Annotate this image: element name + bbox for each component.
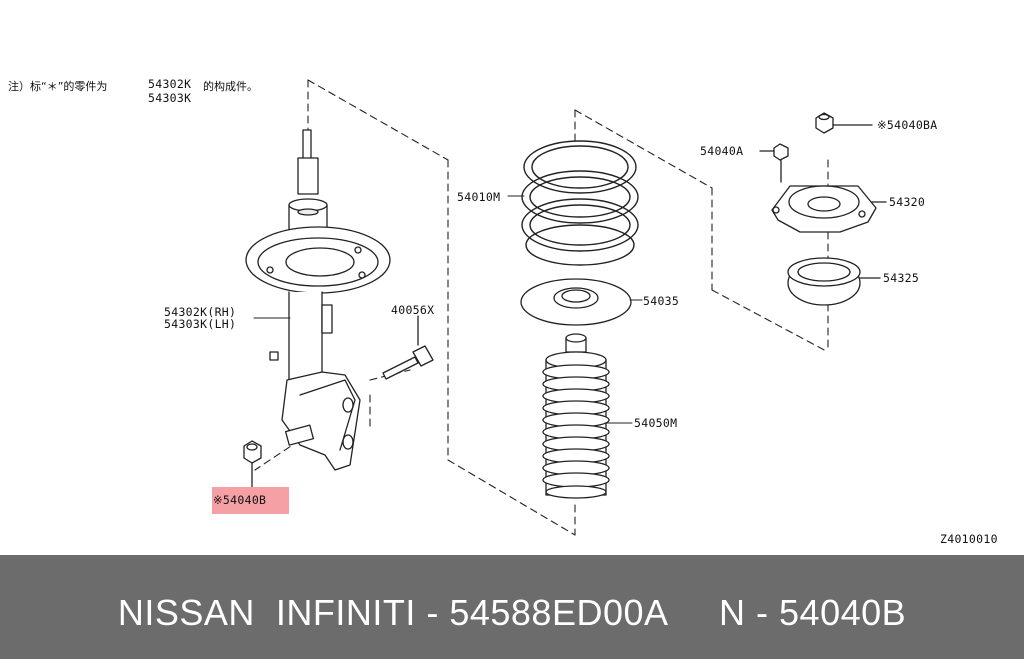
callout-strut-lh: 54303K(LH)	[164, 317, 237, 331]
callout-nut: ※54040B	[213, 493, 267, 507]
highlight-box	[212, 487, 289, 514]
bolt-40056X	[382, 315, 434, 380]
coil-spring	[521, 140, 639, 266]
callout-bearing: 54325	[883, 271, 920, 285]
figure-code: Z4010010	[940, 532, 998, 546]
callout-spring: 54010M	[457, 190, 501, 204]
leader-lines	[253, 195, 643, 424]
callout-mount-nut-ba: ※54040BA	[877, 118, 938, 132]
part-banner: NISSAN INFINITI - 54588ED00A N - 54040B	[0, 555, 1024, 659]
strut-assembly	[245, 129, 391, 471]
callout-mount-nut-a: 54040A	[700, 144, 744, 158]
nut-54040A	[759, 143, 789, 183]
parts-diagram: 注）标“＊”的零件为 54302K 54303K 的构成件。 54302K(RH…	[8, 77, 998, 546]
banner-text: NISSAN INFINITI - 54588ED00A N - 54040B	[117, 592, 907, 633]
nut-54040BA	[815, 112, 873, 134]
bearing	[787, 257, 881, 306]
nut-54040B	[243, 440, 262, 490]
callout-bolt: 40056X	[391, 303, 435, 317]
callout-boot: 54050M	[634, 416, 678, 430]
diagram-drawing	[243, 79, 887, 536]
note-part-b: 54303K	[148, 91, 192, 105]
assembly-outline	[254, 79, 829, 536]
callout-mount: 54320	[889, 195, 926, 209]
spring-seat	[520, 278, 632, 326]
note-part-a: 54302K	[148, 77, 192, 91]
callout-seat: 54035	[643, 294, 680, 308]
note-suffix: 的构成件。	[203, 80, 258, 93]
dust-boot	[542, 333, 610, 499]
note-prefix: 注）标“＊”的零件为	[8, 80, 108, 93]
callout-strut-rh: 54302K(RH)	[164, 305, 237, 319]
strut-mount	[771, 185, 887, 233]
